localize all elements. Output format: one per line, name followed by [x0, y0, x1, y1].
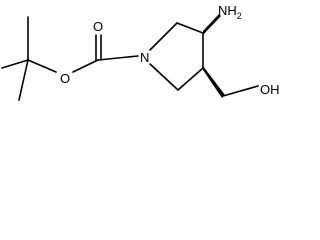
bond-ch2-o — [222, 85, 259, 97]
wedge-bond-hydroxymethyl — [203, 66, 225, 98]
bond-n-c2 — [149, 22, 178, 51]
atom-label-carbonyl-o: O — [93, 19, 103, 34]
bond-c4-c5 — [177, 67, 204, 91]
bond-c5-n — [149, 63, 179, 91]
bond-carbonyl-n — [97, 55, 139, 61]
wedge-bond-amine — [203, 14, 221, 35]
bond-cq-o — [27, 59, 57, 73]
amine-symbol: NH — [218, 3, 237, 18]
bond-o-carbonyl — [72, 59, 99, 73]
atom-label-n: N — [140, 50, 149, 65]
atom-label-hydroxyl: OH — [260, 82, 280, 97]
atom-label-ester-o: O — [60, 71, 70, 86]
bond-ch3-left — [1, 59, 29, 69]
atom-label-amine: NH2 — [218, 3, 242, 21]
amine-subscript: 2 — [237, 11, 242, 21]
bond-c2-c3 — [176, 22, 204, 34]
molecule-structure: N O O NH2 OH — [1, 3, 280, 101]
bond-ch3-bottom — [18, 59, 29, 101]
